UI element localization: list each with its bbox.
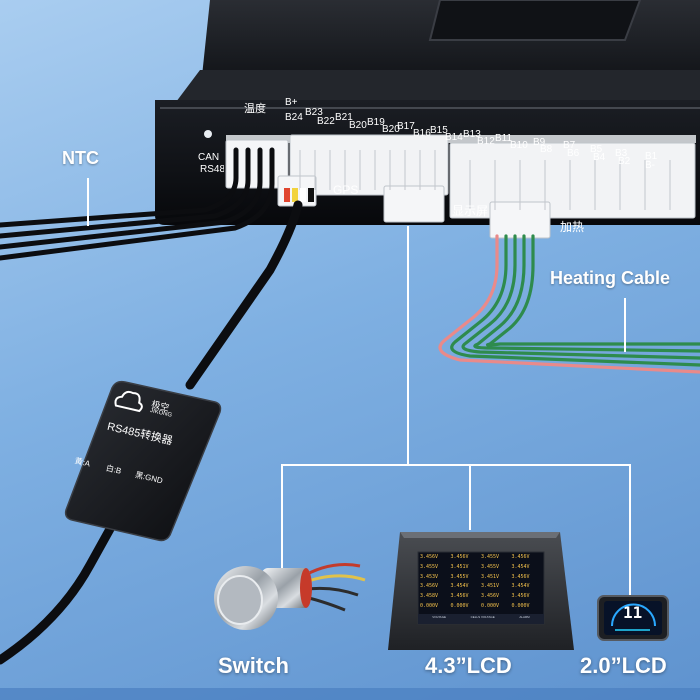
lcd-footer: VOLTAGE CELLS VOLTAGE ALARM — [420, 615, 542, 623]
cell-voltage: 3.456V — [481, 593, 500, 600]
converter-brand-sub: JIKONG — [149, 407, 173, 419]
wire-white-label: 白:B — [105, 463, 123, 476]
lcd-4-3-screen — [417, 551, 545, 625]
pin-label: B21 — [335, 112, 353, 123]
display-connector — [383, 185, 445, 223]
pin-label: B1 — [645, 151, 658, 162]
ntc-callout: NTC — [62, 148, 99, 168]
lcd-4-3-caption: 4.3”LCD — [425, 653, 512, 678]
lcd-footer-item: VOLTAGE — [432, 615, 447, 619]
pin-label: B11 — [495, 133, 513, 144]
lcd-footer-item: ALARM — [519, 615, 530, 619]
cell-voltage: 3.455V — [420, 563, 439, 570]
usb-cable — [0, 515, 120, 665]
pin-label: B19 — [367, 117, 385, 128]
cell-voltage: 3.454V — [450, 583, 469, 590]
cell-voltage: 3.456V — [420, 554, 439, 560]
cell-voltage: 3.456V — [450, 554, 469, 560]
cell-voltage: 3.454V — [511, 583, 530, 590]
cell-voltage: 0.000V — [420, 603, 439, 610]
display-label: 显示屏 — [452, 204, 489, 218]
pin-label: B22 — [317, 116, 335, 127]
cell-voltage: 0.000V — [450, 603, 469, 610]
wire-black-label: 黑:GND — [134, 470, 164, 486]
cell-voltage: 3.451V — [481, 573, 500, 580]
pin-label: B24 — [285, 112, 303, 123]
pin-label: B15 — [430, 125, 448, 136]
rs485-label: RS485 — [200, 164, 224, 175]
pin-label: B9 — [533, 137, 546, 148]
can-label: CAN — [198, 152, 220, 163]
pin-label: B3 — [615, 148, 628, 159]
pin-label: B10 — [510, 140, 528, 151]
pin-label: B5 — [590, 144, 603, 155]
ntc-cables — [0, 147, 275, 261]
cell-voltage: 3.454V — [511, 563, 530, 570]
pin-label: B20 — [382, 124, 400, 135]
accessory-connector-lines — [281, 226, 631, 598]
cell-voltage: 3.453V — [420, 573, 439, 580]
gps-label: GPS — [333, 183, 359, 197]
cell-voltage: 3.455V — [481, 563, 500, 570]
balance-connector-right — [449, 142, 696, 219]
lcd-4-3-device — [388, 532, 574, 650]
pin-label: B7 — [563, 140, 576, 151]
switch-caption: Switch — [218, 653, 289, 678]
cell-voltage: 3.451V — [450, 563, 469, 570]
cell-voltage: 0.000V — [481, 603, 500, 610]
converter-title: RS485转换器 — [105, 420, 174, 448]
cloud-logo-icon — [114, 390, 143, 413]
status-led-icon — [204, 130, 212, 138]
cell-voltage: 3.456V — [511, 573, 530, 580]
pin-label: B23 — [305, 107, 323, 118]
rs485-cable — [185, 200, 303, 390]
lcd-2-0-device — [597, 595, 669, 641]
gps-wires — [284, 188, 314, 202]
pin-label: B4 — [593, 152, 606, 163]
pin-labels-bottom: B24 B22 B20 B20 B16 B14 B12 B10 B8 B6 B4… — [285, 112, 685, 171]
pin-label: B2 — [618, 156, 631, 167]
cell-voltage: 3.456V — [420, 583, 439, 590]
pin-label: B13 — [463, 129, 481, 140]
wire-yellow-label: 黄:A — [73, 456, 92, 469]
pin-label: B12 — [477, 136, 495, 147]
pin-label: B17 — [397, 121, 415, 132]
rs485-converter — [64, 380, 222, 542]
temp-label: 温度 — [244, 103, 266, 115]
small-lcd-value: 11 — [623, 603, 643, 622]
cell-voltage: 0.000V — [511, 603, 530, 610]
lcd-2-0-caption: 2.0”LCD — [580, 653, 667, 678]
pin-label: B- — [645, 160, 655, 171]
pin-labels-top: B+ B23 B21 B19 B17 B15 B13 B11 B9 B7 B5 … — [285, 97, 685, 162]
cell-voltage: 3.456V — [450, 593, 469, 600]
cell-voltage: 3.455V — [481, 554, 500, 560]
pin-label: B+ — [285, 97, 298, 108]
pin-label: B16 — [413, 128, 431, 139]
heating-cable — [438, 234, 700, 374]
pin-label: B6 — [567, 148, 580, 159]
cell-voltage: 3.456V — [511, 593, 530, 600]
heating-cable-callout: Heating Cable — [550, 268, 671, 288]
cell-voltage: 3.455V — [450, 573, 469, 580]
pin-label: B20 — [349, 120, 367, 131]
lcd-cells-grid: 3.456V 3.456V 3.455V 3.456V 3.455V 3.451… — [420, 554, 542, 612]
lcd-footer-item: CELLS VOLTAGE — [470, 615, 495, 619]
heating-label: 加热 — [560, 220, 585, 234]
cell-voltage: 3.451V — [481, 583, 500, 590]
pin-label: B14 — [445, 132, 463, 143]
cell-voltage: 3.458V — [420, 593, 439, 600]
pin-label: B8 — [540, 144, 553, 155]
cell-voltage: 3.456V — [511, 554, 530, 560]
switch-button — [214, 563, 366, 630]
bms-top-panel — [428, 0, 642, 41]
